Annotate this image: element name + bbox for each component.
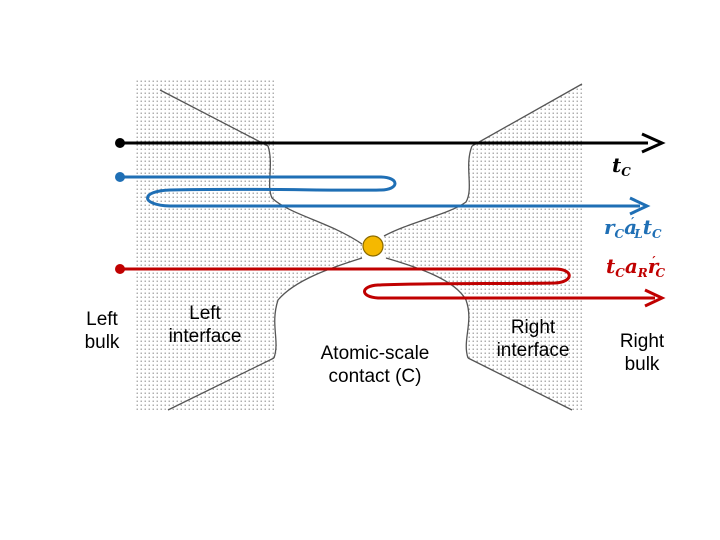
equation-rc-aL-tc: rCa′LtC [604, 215, 662, 241]
red-reflection-path [120, 267, 666, 308]
blue-reflection-path [120, 175, 651, 216]
right-cone-outline [383, 83, 583, 411]
black-transmission-path [115, 132, 666, 154]
equation-tc-aR-rc: tCaRr′C [606, 254, 666, 280]
red-path-start-dot [115, 264, 125, 274]
right-interface-region [382, 84, 582, 410]
left-cone-outline [159, 89, 363, 411]
left-interface-region [136, 80, 366, 410]
contact-atom [362, 235, 384, 257]
blue-path-start-dot [115, 172, 125, 182]
equation-tc: tC [612, 153, 631, 179]
